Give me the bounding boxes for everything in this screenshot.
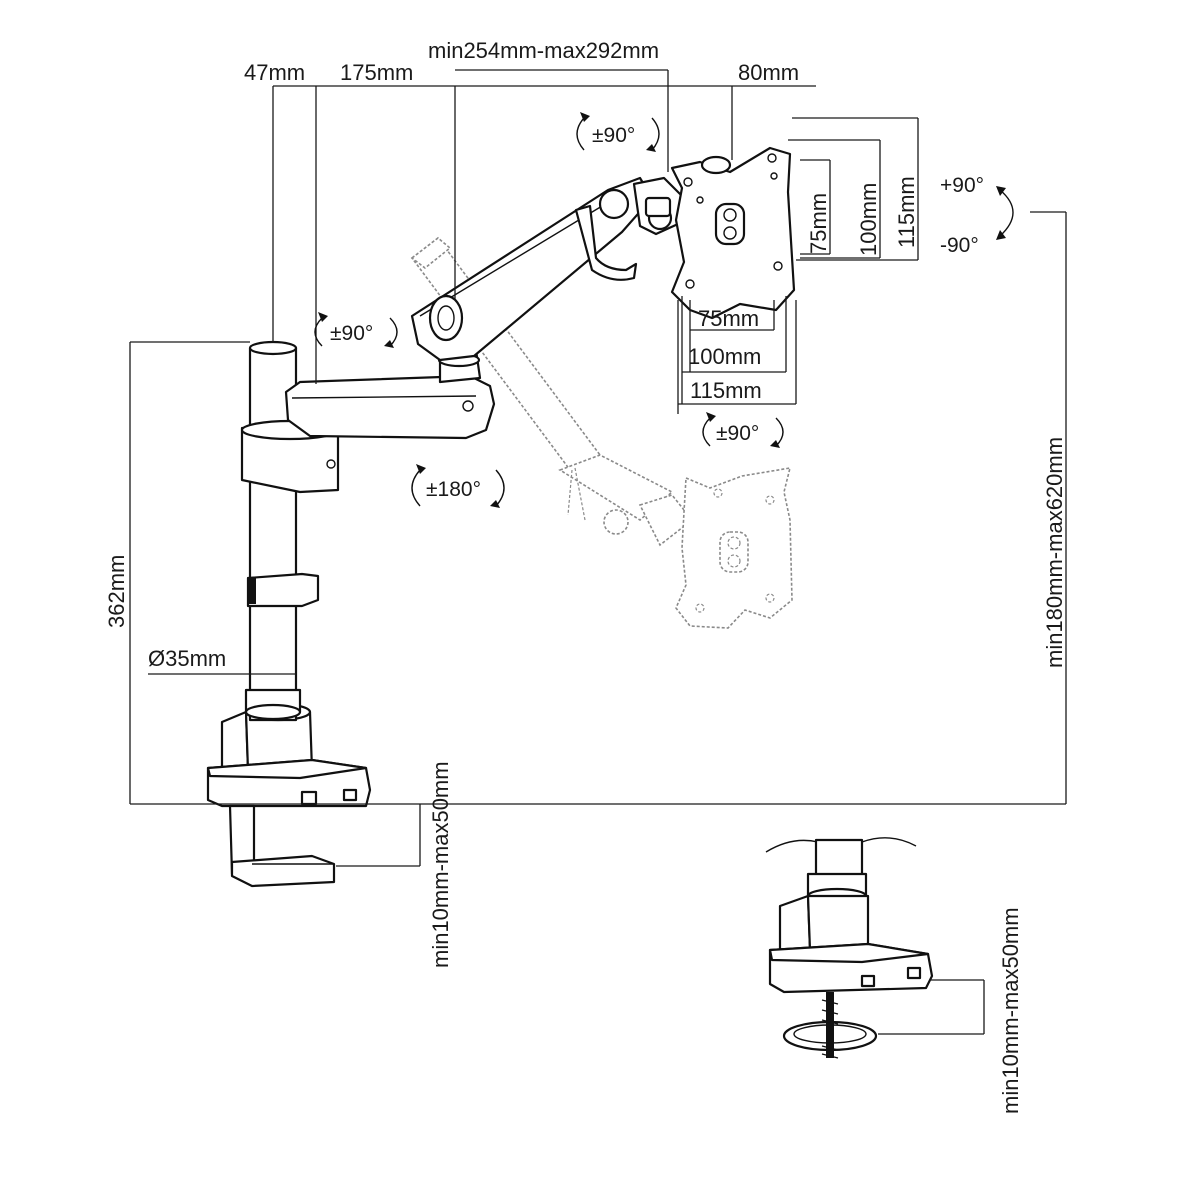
vesa-plate	[670, 146, 796, 320]
dim-vesa-v-115: 115mm	[894, 176, 919, 248]
rot-tilt-up: +90°	[940, 174, 984, 197]
dim-vesa-v-75: 75mm	[806, 193, 831, 254]
rot-screen-rotate: ±90°	[716, 422, 759, 445]
rotation-labels: ±90° ±90° ±180° ±90° +90° -90°	[330, 124, 984, 501]
dim-vesa-v-100: 100mm	[856, 183, 881, 256]
dim-total-height: min180mm-max620mm	[1042, 437, 1067, 668]
grommet-mount	[765, 837, 934, 1059]
dim-80: 80mm	[738, 60, 799, 85]
dim-arm-range: min254mm-max292mm	[428, 38, 659, 63]
dim-grommet-thickness: min10mm-max50mm	[998, 907, 1023, 1114]
dim-47: 47mm	[244, 60, 305, 85]
dim-vesa-h-100: 100mm	[688, 344, 761, 369]
dim-pole-diameter: Ø35mm	[148, 646, 226, 671]
dim-vesa-h-75: 75mm	[698, 306, 759, 331]
rot-base-swivel: ±180°	[426, 478, 481, 501]
dimension-labels: 47mm 175mm min254mm-max292mm 80mm 362mm …	[104, 38, 1067, 1114]
dim-vesa-h-115: 115mm	[690, 378, 762, 403]
lower-arm	[240, 348, 496, 494]
rot-arm-joint: ±90°	[330, 322, 373, 345]
rot-head-pan: ±90°	[592, 124, 635, 147]
rot-tilt-down: -90°	[940, 234, 979, 257]
desk-clamp	[206, 702, 372, 888]
pole	[244, 340, 320, 722]
upper-arm	[410, 176, 684, 362]
dim-175: 175mm	[340, 60, 413, 85]
rotation-arrows	[314, 112, 1014, 508]
dimension-lines	[129, 69, 1067, 1035]
dim-pole-height: 362mm	[104, 555, 129, 628]
dim-clamp-thickness: min10mm-max50mm	[428, 761, 453, 968]
rotate-arrow-icon	[576, 117, 585, 151]
